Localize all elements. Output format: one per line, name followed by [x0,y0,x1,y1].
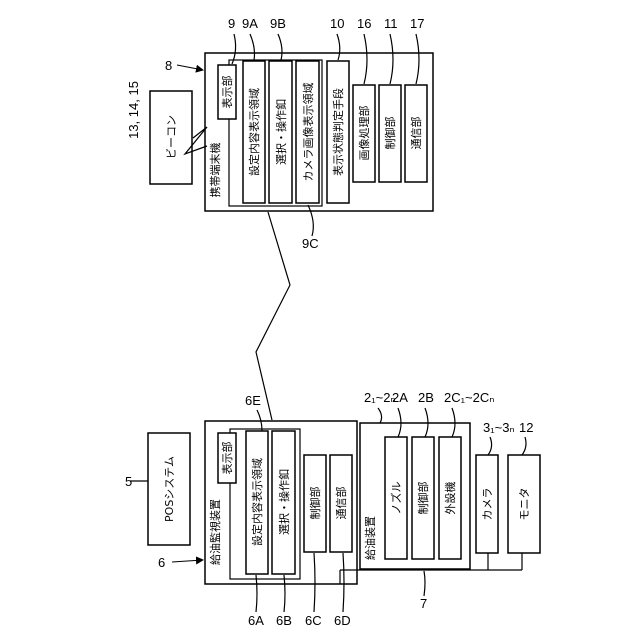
refuel-setting-ref: 6A [248,613,264,628]
mobile-setting-area-label: 設定内容表示領域 [247,88,261,176]
external-device-label: 外設機 [443,482,457,515]
refuel-comm-label: 通信部 [334,487,348,520]
refuel-control-label: 制御部 [308,487,322,520]
refuel-setting-area-label: 設定内容表示領域 [250,458,264,546]
camera-leader [488,437,492,455]
mobile-control-ref: 11 [384,16,398,31]
dispenser-ref: 2₁~2ₙ [364,390,396,405]
dispenser-control-label: 制御部 [416,482,430,515]
beacon-label: ビーコン [165,115,178,159]
pos-system-label: POSシステム [163,456,176,522]
refuel-monitor-block: 給油監視装置 表示部 設定内容表示領域 選択・操作釦 制御部 通信部 [205,421,357,584]
refuel-control-ref: 6C [305,613,322,628]
beacon-ref: 13, 14, 15 [126,81,141,139]
dispenser-control-ref: 2B [418,390,434,405]
mobile-setting-ref: 9A [242,16,258,31]
network-leader [424,571,425,596]
mobile-terminal-block: 携帯端末機 表示部 設定内容表示領域 選択・操作釦 カメラ画像表示領域 表示状態… [205,53,433,211]
external-device-ref: 2C₁~2Cₙ [444,390,494,405]
refuel-display-label: 表示部 [220,442,234,475]
mobile-image-proc-label: 画像処理部 [357,106,371,161]
dispenser-title: 給油装置 [363,516,377,560]
mobile-display-label: 表示部 [220,76,234,109]
mobile-select-button-label: 選択・操作釦 [274,99,288,165]
refuel-select-leader [284,575,285,612]
camera-ref: 3₁~3ₙ [483,420,515,435]
camera-label: カメラ [481,488,494,521]
mobile-terminal-title: 携帯端末機 [208,143,222,198]
mobile-terminal-ref-arrow [177,65,203,70]
nozzle-ref: 2A [392,390,408,405]
refuel-select-button-label: 選択・操作釦 [277,469,291,535]
refuel-monitor-ref: 6 [158,555,165,570]
mobile-camera-area-ref: 9C [302,236,319,251]
monitor-ref: 12 [519,420,533,435]
mobile-terminal-ref: 8 [165,58,172,73]
monitor-label: モニタ [518,488,531,521]
monitor-block: モニタ [508,455,540,553]
mobile-comm-ref: 17 [410,16,424,31]
mobile-select-ref: 9B [270,16,286,31]
mobile-judge-ref: 10 [330,16,344,31]
network-ref: 7 [420,596,427,611]
mobile-control-label: 制御部 [383,117,397,150]
dispenser-block: 給油装置 ノズル 制御部 外設機 [360,423,470,569]
mobile-display-ref: 9 [228,16,235,31]
refuel-setting-leader [256,575,257,612]
camera-block: カメラ [476,455,498,553]
mobile-camera-area-label: カメラ画像表示領域 [301,83,315,182]
mobile-comm-label: 通信部 [409,117,423,150]
dispenser-leader [378,408,382,423]
beacon-block: ビーコン [150,91,192,184]
mobile-judge-label: 表示状態判定手段 [331,88,345,176]
wireless-link [256,212,290,420]
refuel-monitor-title: 給油監視装置 [208,499,222,565]
mobile-image-ref: 16 [357,16,371,31]
refuel-comm-ref: 6D [334,613,351,628]
pos-system-block: POSシステム [148,433,190,545]
nozzle-label: ノズル [389,482,403,515]
refuel-display-ref: 6E [245,393,261,408]
refuel-select-ref: 6B [276,613,292,628]
monitor-leader [522,437,526,455]
refuel-monitor-ref-arrow [172,560,203,562]
